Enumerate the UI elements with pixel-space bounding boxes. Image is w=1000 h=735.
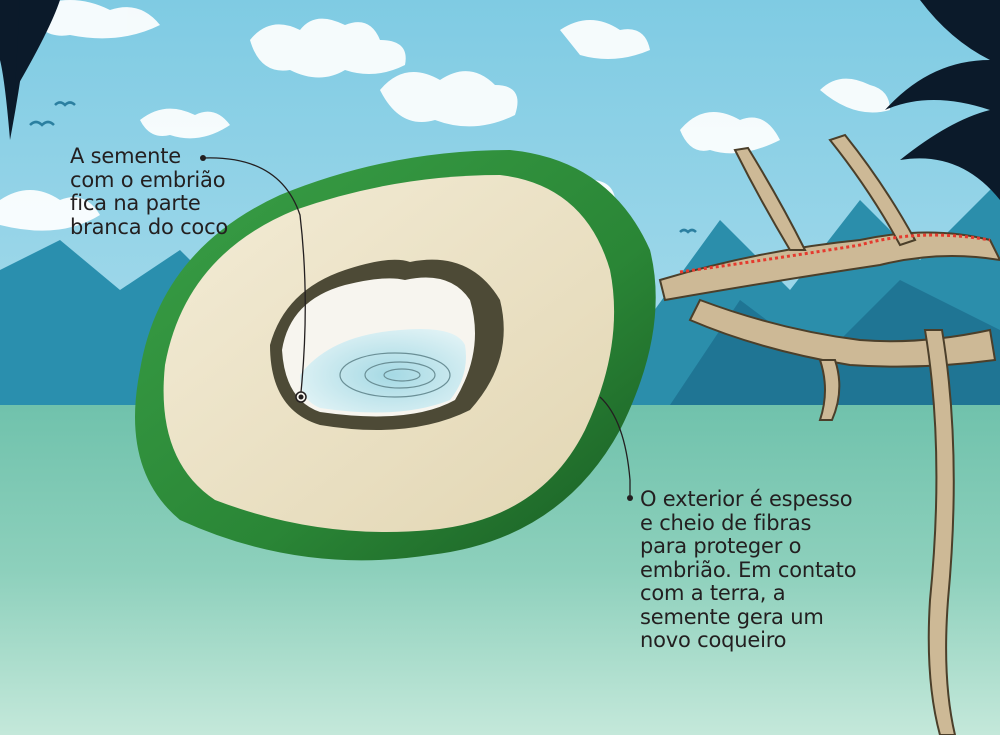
roots [658, 133, 1000, 735]
palm-leaves [0, 0, 1000, 200]
birds [29, 101, 697, 234]
coconut-water [300, 329, 466, 413]
leader-dot-exterior [627, 495, 633, 501]
annotation-seed: A semente com o embrião fica na parte br… [70, 144, 229, 239]
leader-dot-seed [200, 155, 206, 161]
coconut [135, 150, 656, 561]
annotation-exterior: O exterior é espesso e cheio de fibras p… [640, 487, 857, 652]
leader-lines [202, 157, 631, 495]
root-highlight [679, 233, 991, 274]
